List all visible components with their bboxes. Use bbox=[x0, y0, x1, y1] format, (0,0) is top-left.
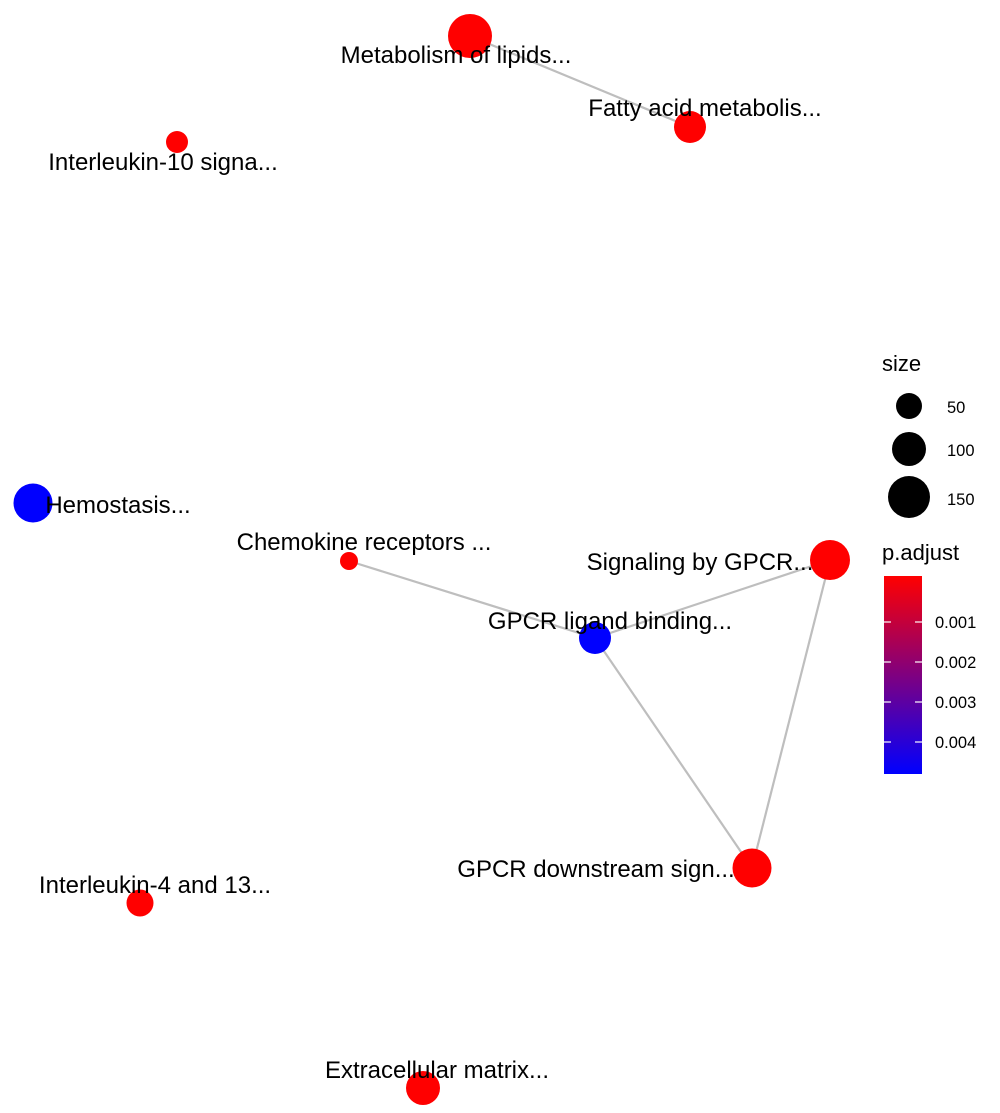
size-legend-dot-50 bbox=[896, 393, 922, 419]
node-label-hemostasis: Hemostasis... bbox=[45, 492, 190, 519]
edge-gpcr_ligand-signaling_gpcr bbox=[594, 558, 831, 640]
node-gpcr-downstream[interactable] bbox=[732, 848, 772, 888]
node-label-chemokine: Chemokine receptors ... bbox=[237, 529, 492, 556]
size-legend-label-150: 150 bbox=[947, 491, 975, 509]
edge-chemokine-gpcr_ligand bbox=[348, 559, 596, 640]
node-il4-13[interactable] bbox=[126, 889, 154, 917]
node-label-gpcr-ligand: GPCR ligand binding... bbox=[488, 608, 732, 635]
size-legend-label-100: 100 bbox=[947, 442, 975, 460]
size-legend-dot-100 bbox=[892, 432, 926, 466]
color-tick-label: 0.003 bbox=[935, 694, 976, 712]
node-metabolism-lipids[interactable] bbox=[448, 14, 492, 58]
node-label-fatty-acid: Fatty acid metabolis... bbox=[588, 95, 821, 122]
edge-signaling_gpcr-gpcr_downstream bbox=[750, 559, 832, 869]
node-signaling-gpcr[interactable] bbox=[810, 540, 850, 580]
edges-layer bbox=[348, 34, 832, 869]
node-ecm[interactable] bbox=[406, 1071, 440, 1105]
edge-metabolism_lipids-fatty_acid bbox=[469, 34, 691, 129]
color-tick-label: 0.001 bbox=[935, 614, 976, 632]
color-legend-title: p.adjust bbox=[882, 540, 959, 565]
size-legend: size 50 100 150 bbox=[882, 351, 975, 518]
size-legend-dot-150 bbox=[888, 476, 930, 518]
color-tick-label: 0.002 bbox=[935, 654, 976, 672]
node-label-metabolism-lipids: Metabolism of lipids... bbox=[341, 42, 572, 69]
node-label-il10: Interleukin-10 signa... bbox=[48, 149, 277, 176]
color-tick-label: 0.004 bbox=[935, 734, 976, 752]
node-gpcr-ligand[interactable] bbox=[579, 622, 611, 654]
node-label-ecm: Extracellular matrix... bbox=[325, 1057, 549, 1084]
node-chemokine[interactable] bbox=[340, 552, 358, 570]
color-legend-bar bbox=[884, 576, 922, 774]
size-legend-title: size bbox=[882, 351, 921, 376]
node-label-il4-13: Interleukin-4 and 13... bbox=[39, 872, 271, 899]
nodes-layer: Metabolism of lipids... Fatty acid metabo… bbox=[13, 14, 850, 1105]
color-legend: p.adjust 0.001 0.002 0.003 0.004 bbox=[882, 540, 976, 774]
node-label-gpcr-downstream: GPCR downstream sign... bbox=[457, 856, 734, 883]
node-label-signaling-gpcr: Signaling by GPCR... bbox=[587, 549, 814, 576]
color-legend-ticks: 0.001 0.002 0.003 0.004 bbox=[884, 614, 976, 752]
node-hemostasis[interactable] bbox=[13, 483, 53, 523]
edge-gpcr_ligand-gpcr_downstream bbox=[594, 637, 753, 869]
size-legend-entries: 50 100 150 bbox=[888, 393, 975, 518]
node-il10[interactable] bbox=[166, 131, 188, 153]
size-legend-label-50: 50 bbox=[947, 399, 965, 417]
node-fatty-acid[interactable] bbox=[674, 111, 706, 143]
